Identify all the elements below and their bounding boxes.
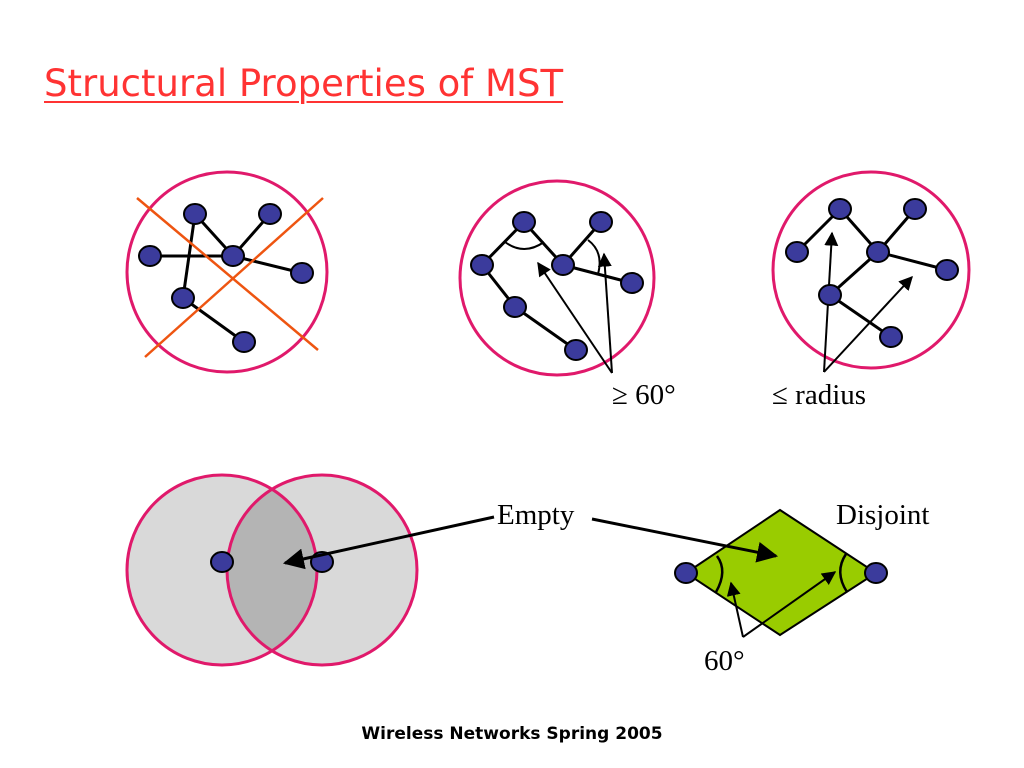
empty-arrow-right [591,517,779,563]
node [818,284,842,306]
rhombus-angle-arcs [714,553,849,593]
node [503,296,527,318]
node [171,287,195,309]
slide-footer: Wireless Networks Spring 2005 [361,724,663,744]
node [674,562,698,584]
disjoint-rhombus-figure: Disjoint 60° [591,499,929,677]
angle-property-figure: ≥ 60° [458,179,676,411]
node [879,326,903,348]
angle-arrows [537,252,613,374]
node [828,198,852,220]
angle-60-label: 60° [704,645,745,677]
cross-out-mark [136,197,324,358]
radius-le-label: ≤ radius [772,379,866,411]
mst-edges [795,207,948,339]
node [864,562,888,584]
node [232,331,256,353]
node [258,203,282,225]
disjoint-label: Disjoint [836,499,929,531]
invalid-mst-figure [125,170,329,374]
mst-nodes [138,203,314,353]
node [221,245,245,267]
node [785,241,809,263]
mst-nodes [470,211,644,361]
node [935,259,959,281]
node [183,203,207,225]
empty-label: Empty [497,499,575,531]
empty-lens-figure [125,473,495,667]
node [903,198,927,220]
node [620,272,644,294]
angle-ge-label: ≥ 60° [612,379,676,411]
lens-region [227,475,317,665]
node [551,254,575,276]
angle-60-arrows [726,571,837,638]
boundary-circle [458,179,656,377]
radius-property-figure: ≤ radius [771,170,971,411]
node [564,339,588,361]
node [290,262,314,284]
slide-title: Structural Properties of MST [44,62,564,105]
node [866,241,890,263]
node [138,245,162,267]
mst-edges [150,212,303,344]
node [210,551,234,573]
empty-arrow-left [282,515,495,570]
node [589,211,613,233]
node [512,211,536,233]
boundary-circle [125,170,329,374]
mst-nodes [785,198,959,348]
boundary-circle [771,170,971,370]
node [470,254,494,276]
